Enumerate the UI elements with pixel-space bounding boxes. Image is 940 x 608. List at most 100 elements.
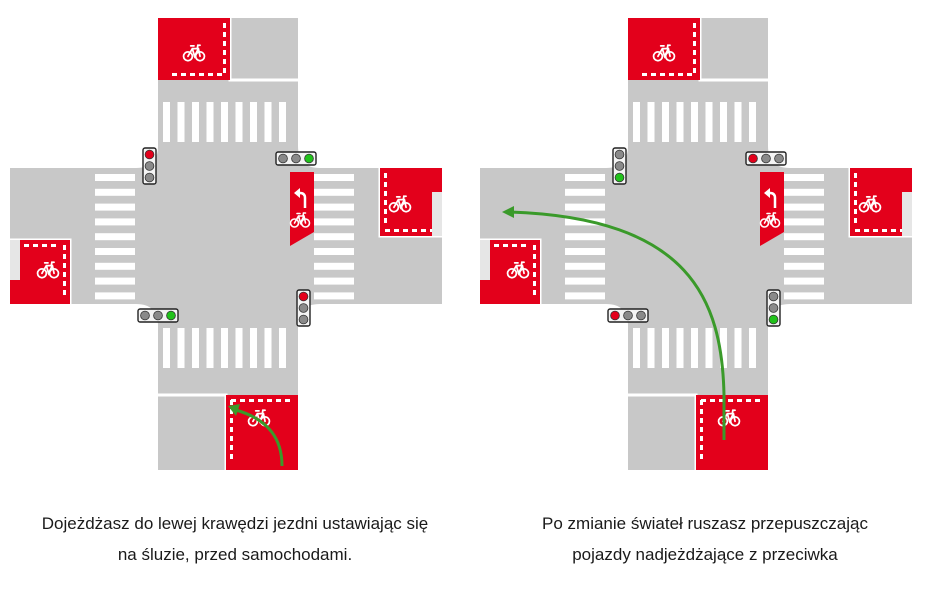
route-arrow-head <box>228 404 240 416</box>
bike-box-marking <box>669 73 674 76</box>
crosswalk-stripe <box>784 218 824 226</box>
bike-box-marking <box>394 229 399 232</box>
crosswalk-stripe <box>279 328 286 368</box>
bike-box-marking <box>249 399 254 402</box>
route-arrow-icon <box>235 408 284 467</box>
bike-box-marking <box>642 73 647 76</box>
crosswalk-stripe <box>221 328 228 368</box>
crosswalk-stripe <box>565 248 605 255</box>
bike-box-marking <box>384 173 387 178</box>
crosswalk-stripe <box>565 292 605 300</box>
bike-box-marking <box>199 73 204 76</box>
road-horizontal <box>10 168 442 304</box>
bike-box-marking <box>737 399 742 402</box>
crosswalk-stripe <box>633 102 640 142</box>
bike-box-marking <box>700 454 703 459</box>
bike-box-marking <box>854 191 857 196</box>
intersection-diagram-right <box>480 18 912 470</box>
bike-box-marking <box>33 244 38 247</box>
crosswalk-stripe <box>705 102 713 142</box>
crosswalk-stripe <box>314 188 354 196</box>
bike-box-edge <box>286 440 298 470</box>
intersection-base <box>10 18 442 470</box>
bike-box-marking <box>693 41 696 46</box>
crosswalk-stripe <box>784 292 824 300</box>
crosswalk-stripe <box>565 188 605 196</box>
bike-box-marking <box>51 244 56 247</box>
crosswalk-stripe <box>95 174 135 181</box>
crosswalk-stripe <box>221 102 228 142</box>
crosswalk-stripe <box>192 328 199 368</box>
bike-box-marking <box>746 399 751 402</box>
bike-box-marking <box>230 436 233 441</box>
crosswalk-stripe <box>95 262 135 270</box>
traffic-light-icon <box>137 308 179 323</box>
bike-box-marking <box>63 245 66 250</box>
crosswalk-stripe <box>250 328 257 368</box>
bicycle-icon <box>388 195 412 213</box>
crosswalk-stripe <box>163 102 170 142</box>
crosswalk-stripe <box>784 248 824 255</box>
bike-box-edge <box>158 18 170 80</box>
bike-box-marking <box>223 68 226 73</box>
bike-box-marking <box>700 427 703 432</box>
bike-box-marking <box>891 229 896 232</box>
traffic-light-icon <box>275 151 317 166</box>
route-arrow-icon <box>509 210 726 440</box>
crosswalk-stripe <box>95 233 135 241</box>
bike-box-marking <box>855 229 860 232</box>
bike-box-marking <box>24 244 29 247</box>
bike-box-marking <box>240 399 245 402</box>
bike-box-marking <box>728 399 733 402</box>
traffic-light-icon <box>766 289 781 327</box>
panel-left: Dojeżdżasz do lewej krawędzi jezdni usta… <box>10 18 442 564</box>
crosswalk-stripe <box>192 102 199 142</box>
bike-box-marking <box>700 445 703 450</box>
bike-box-marking <box>693 32 696 37</box>
crosswalk-stripe <box>676 328 684 368</box>
bike-box-marking <box>181 73 186 76</box>
shoulder <box>10 240 20 280</box>
bike-box-marking <box>521 244 526 247</box>
panel-right: Po zmianie świateł ruszasz przepuszczają… <box>470 0 940 608</box>
crosswalk-stripe <box>95 248 135 255</box>
bike-box-marking <box>267 399 272 402</box>
bike-box-marking <box>223 50 226 55</box>
bike-box-marking <box>533 263 536 268</box>
traffic-light-icon <box>607 308 649 323</box>
bike-box-marking <box>190 73 195 76</box>
crosswalk-stripe <box>662 328 669 368</box>
caption-left-line1: Dojeżdżasz do lewej krawędzi jezdni usta… <box>41 514 429 533</box>
bike-box-marking <box>223 23 226 28</box>
bike-box <box>850 168 912 236</box>
crosswalk-stripe <box>734 328 742 368</box>
bike-box-marking <box>230 454 233 459</box>
left-turn-arrow-head <box>764 188 770 198</box>
crosswalk-stripe <box>633 328 640 368</box>
traffic-light-icon <box>296 289 311 327</box>
bike-box-marking <box>854 173 857 178</box>
crosswalk-stripe <box>647 328 655 368</box>
bike-box-marking <box>230 418 233 423</box>
bike-box-marking <box>533 272 536 277</box>
road-horizontal <box>480 168 912 304</box>
bike-box-marking <box>63 272 66 277</box>
bike-box-marking <box>755 399 760 402</box>
bike-box-marking <box>678 73 683 76</box>
bicycle-icon <box>759 212 781 228</box>
shoulder <box>902 192 912 236</box>
crosswalk-stripe <box>784 174 824 181</box>
bike-box-edge <box>628 18 640 80</box>
intersection-base <box>480 18 912 470</box>
shoulder <box>432 192 442 236</box>
crosswalk-stripe <box>565 233 605 241</box>
bike-box-marking <box>854 209 857 214</box>
crosswalk-stripe <box>95 188 135 196</box>
bike-box-marking <box>512 244 517 247</box>
left-turn-arrow-icon <box>298 191 307 208</box>
bike-box-marking <box>258 399 263 402</box>
bike-box-marking <box>693 23 696 28</box>
crosswalk-stripe <box>235 328 243 368</box>
crosswalk-stripe <box>784 233 824 241</box>
bicycle-icon <box>858 195 882 213</box>
